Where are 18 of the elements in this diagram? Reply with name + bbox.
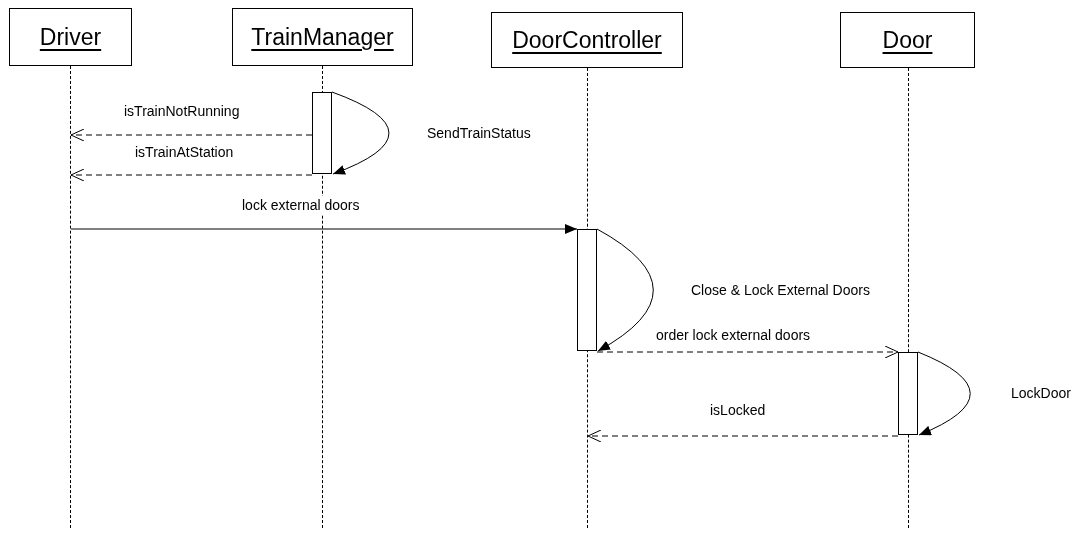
message-arrow [70, 168, 313, 182]
message-arrow [596, 228, 654, 352]
participant-box: Door [840, 12, 975, 68]
activation-bar [898, 352, 918, 435]
participant-box: DoorController [491, 12, 683, 68]
message-arrow [70, 224, 578, 234]
message-arrow [331, 91, 390, 175]
edge-label: isTrainNotRunning [122, 102, 242, 120]
activation-bar [312, 92, 332, 174]
activation-bar [577, 229, 597, 351]
lifeline [70, 66, 71, 528]
edge-label: lock external doors [240, 196, 362, 214]
participant-box: Driver [9, 8, 132, 66]
message-arrow [70, 128, 313, 142]
participant-box: TrainManager [232, 8, 413, 66]
message-arrow [587, 429, 899, 443]
message-arrow [917, 351, 971, 436]
message-arrow [596, 345, 899, 359]
